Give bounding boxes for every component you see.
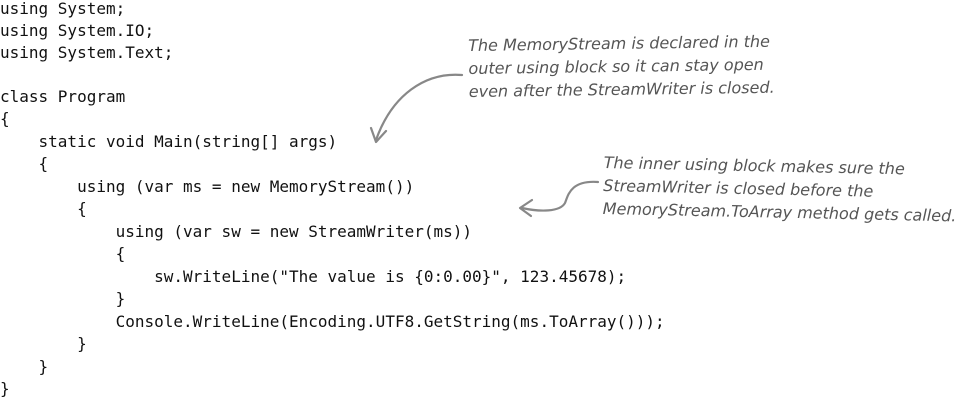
code-line-7: static void Main(string[] args) bbox=[0, 132, 338, 151]
code-line-10: { bbox=[0, 199, 87, 218]
outer-using-annotation: The MemoryStream is declared in the oute… bbox=[468, 30, 775, 103]
code-line-2: using System.IO; bbox=[0, 21, 155, 40]
inner-using-annotation: The inner using block makes sure the Str… bbox=[603, 151, 958, 227]
code-line-16: } bbox=[0, 334, 87, 353]
code-line-11: using (var sw = new StreamWriter(ms)) bbox=[0, 222, 473, 241]
inner-note-arrow-icon bbox=[518, 180, 600, 218]
code-line-5: class Program bbox=[0, 87, 126, 106]
code-line-14: } bbox=[0, 289, 126, 308]
code-line-18: } bbox=[0, 379, 10, 398]
code-line-1: using System; bbox=[0, 0, 126, 18]
code-line-17: } bbox=[0, 357, 49, 376]
outer-note-arrow-icon bbox=[369, 73, 464, 144]
code-line-6: { bbox=[0, 109, 10, 128]
code-line-13: sw.WriteLine("The value is {0:0.00}", 12… bbox=[0, 267, 627, 286]
annotation-line: even after the StreamWriter is closed. bbox=[468, 77, 775, 101]
code-line-12: { bbox=[0, 244, 126, 263]
code-line-9: using (var ms = new MemoryStream()) bbox=[0, 177, 415, 196]
code-line-3: using System.Text; bbox=[0, 43, 174, 62]
code-line-8: { bbox=[0, 154, 49, 173]
code-line-15: Console.WriteLine(Encoding.UTF8.GetStrin… bbox=[0, 312, 665, 331]
